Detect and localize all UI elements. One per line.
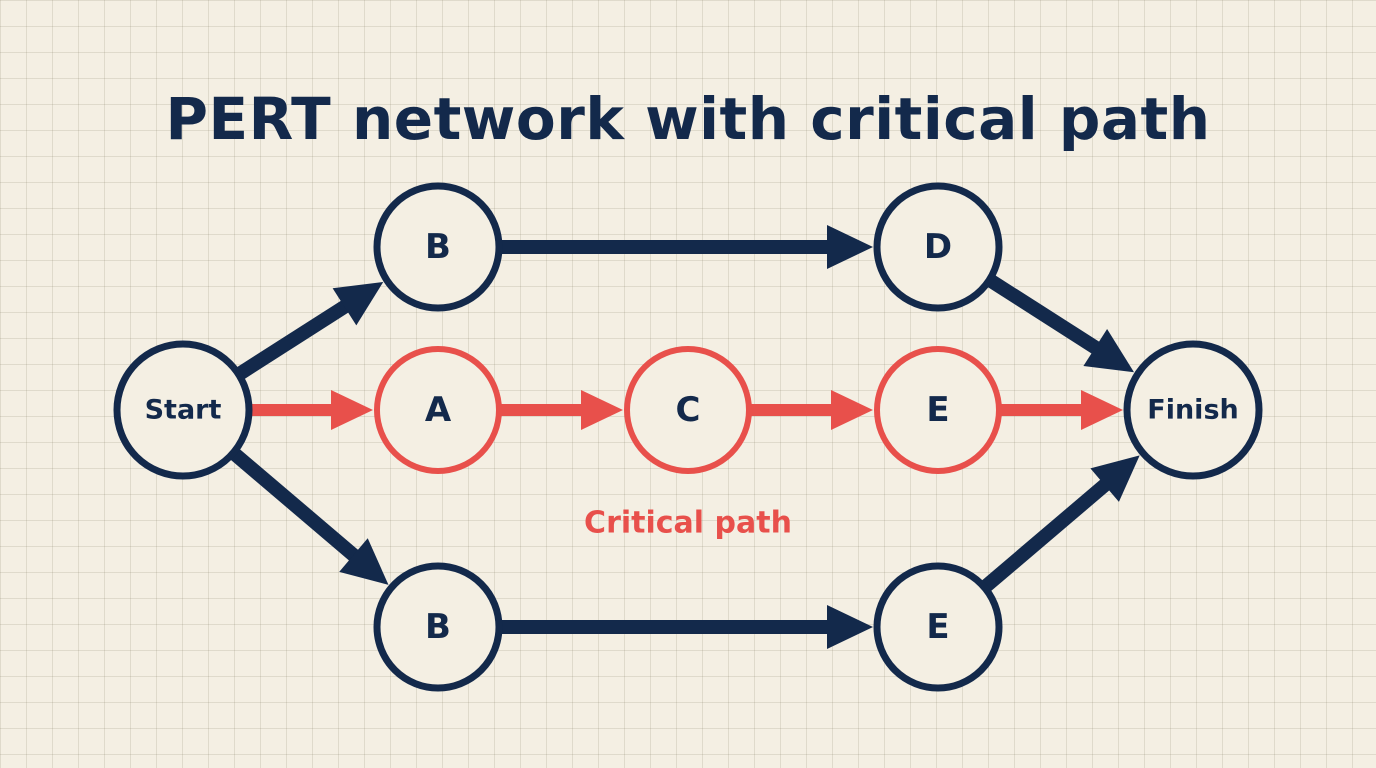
arrowhead-icon — [1083, 328, 1135, 373]
arrowhead-icon — [339, 538, 389, 585]
arrowhead-icon — [331, 390, 373, 430]
node-d: D — [873, 182, 1003, 312]
node-label: E — [926, 607, 949, 647]
edge-b_bot-to-e_bot — [500, 605, 873, 649]
node-label: Finish — [1147, 395, 1238, 426]
arrowhead-icon — [831, 390, 873, 430]
edge-d-to-finish — [986, 274, 1135, 373]
node-circle — [874, 346, 1002, 474]
edge-line — [229, 448, 362, 563]
node-label: E — [926, 390, 949, 430]
arrowhead-icon — [332, 282, 384, 326]
node-label: B — [425, 227, 451, 267]
node-circle — [873, 562, 1003, 692]
edge-start-to-a-critical — [250, 390, 373, 430]
edge-c-to-e_mid-critical — [750, 390, 873, 430]
edges-layer — [229, 225, 1140, 649]
node-start: Start — [113, 340, 253, 480]
node-a-critical: A — [374, 346, 502, 474]
edge-line — [980, 477, 1113, 593]
node-circle — [113, 340, 253, 480]
node-label: A — [425, 390, 452, 430]
edge-start-to-b_top — [235, 282, 384, 380]
edge-b_top-to-d — [500, 225, 873, 269]
node-label: C — [676, 390, 701, 430]
node-e_bot: E — [873, 562, 1003, 692]
edge-start-to-b_bot — [229, 448, 389, 585]
node-label: B — [425, 607, 451, 647]
critical-path-label: Critical path — [584, 506, 792, 541]
edge-line — [986, 274, 1103, 356]
arrowhead-icon — [581, 390, 623, 430]
node-circle — [373, 182, 503, 312]
node-e_mid-critical: E — [874, 346, 1002, 474]
edge-line — [235, 298, 352, 380]
node-label: D — [924, 227, 952, 267]
edge-e_mid-to-finish-critical — [1000, 390, 1123, 430]
edge-a-to-c-critical — [500, 390, 623, 430]
arrowhead-icon — [1081, 390, 1123, 430]
arrowhead-icon — [827, 225, 873, 269]
node-b_bot: B — [373, 562, 503, 692]
node-label: Start — [145, 395, 222, 426]
node-circle — [873, 182, 1003, 312]
diagram-title: PERT network with critical path — [165, 85, 1211, 153]
node-b_top: B — [373, 182, 503, 312]
node-c-critical: C — [624, 346, 752, 474]
node-circle — [373, 562, 503, 692]
edge-e_bot-to-finish — [980, 455, 1140, 593]
node-circle — [624, 346, 752, 474]
node-circle — [374, 346, 502, 474]
node-circle — [1123, 340, 1263, 480]
arrowhead-icon — [1090, 455, 1140, 502]
node-finish: Finish — [1123, 340, 1263, 480]
arrowhead-icon — [827, 605, 873, 649]
